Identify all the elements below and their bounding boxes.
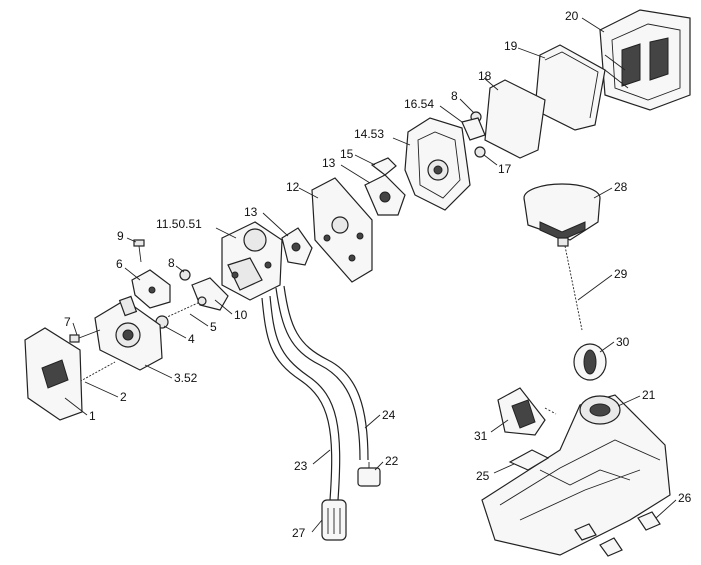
- label-part-31: 31: [474, 429, 488, 443]
- fuel-hose-24: [275, 285, 369, 461]
- part-filter: [484, 79, 546, 159]
- label-part-6: 6: [116, 257, 123, 271]
- label-part-10: 10: [234, 308, 248, 322]
- part-filter-element: [534, 44, 606, 131]
- label-part-7: 7: [64, 315, 71, 329]
- label-part-23: 23: [294, 459, 308, 473]
- part-bolt-9: [133, 239, 145, 263]
- label-part-9: 9: [117, 229, 124, 243]
- label-part-20: 20: [565, 9, 579, 23]
- part-intake-adapter: [94, 295, 163, 371]
- label-part-24: 24: [382, 408, 396, 422]
- label-part-29: 29: [614, 267, 628, 281]
- part-fuel-cap: [523, 183, 601, 247]
- part-fuel-filter: [321, 499, 347, 541]
- label-part-21: 21: [642, 388, 656, 402]
- part-grommet-30: [573, 343, 607, 381]
- label-part-17: 17: [498, 162, 512, 176]
- part-breather-tube: [564, 245, 583, 331]
- part-carburetor: [221, 221, 283, 301]
- label-part-27: 27: [292, 526, 306, 540]
- label-part-8a: 8: [168, 256, 175, 270]
- label-part-25: 25: [476, 469, 490, 483]
- part-nut-17: [474, 146, 486, 158]
- label-part-11: 11.50.51: [156, 217, 202, 231]
- label-part-19: 19: [504, 39, 518, 53]
- label-part-13b: 13: [322, 156, 336, 170]
- part-insulator-plate: [311, 177, 373, 283]
- label-part-3: 3.52: [174, 371, 198, 385]
- label-part-8b: 8: [451, 89, 458, 103]
- label-part-18: 18: [478, 69, 492, 83]
- part-pad-26: [574, 511, 661, 557]
- label-part-14: 14.53: [354, 127, 384, 141]
- part-filter-base: [404, 117, 471, 211]
- label-part-28: 28: [614, 180, 628, 194]
- part-gasket-1: [24, 327, 83, 421]
- part-valve-22: [357, 462, 381, 487]
- part-washer-8a: [179, 269, 191, 281]
- label-part-13a: 13: [244, 205, 258, 219]
- part-choke-lever: [370, 157, 397, 176]
- fuel-hose-23: [261, 295, 341, 501]
- label-part-1: 1: [89, 409, 96, 423]
- part-fuel-tank: [481, 394, 671, 556]
- part-pad-25: [508, 449, 550, 471]
- label-part-15: 15: [340, 147, 354, 161]
- label-part-5: 5: [210, 320, 217, 334]
- part-bolt-7: [69, 329, 101, 343]
- part-label-31: [497, 387, 557, 436]
- label-part-12: 12: [286, 180, 300, 194]
- part-screw-5: [164, 296, 207, 319]
- label-part-30: 30: [616, 335, 630, 349]
- label-part-22: 22: [385, 454, 399, 468]
- label-part-4: 4: [188, 332, 195, 346]
- part-bracket-16: [461, 117, 486, 141]
- label-part-2: 2: [120, 390, 127, 404]
- label-part-16: 16.54: [404, 97, 434, 111]
- part-air-filter-cover: [599, 9, 691, 111]
- label-part-26: 26: [678, 491, 692, 505]
- leader-lines: [64, 17, 677, 533]
